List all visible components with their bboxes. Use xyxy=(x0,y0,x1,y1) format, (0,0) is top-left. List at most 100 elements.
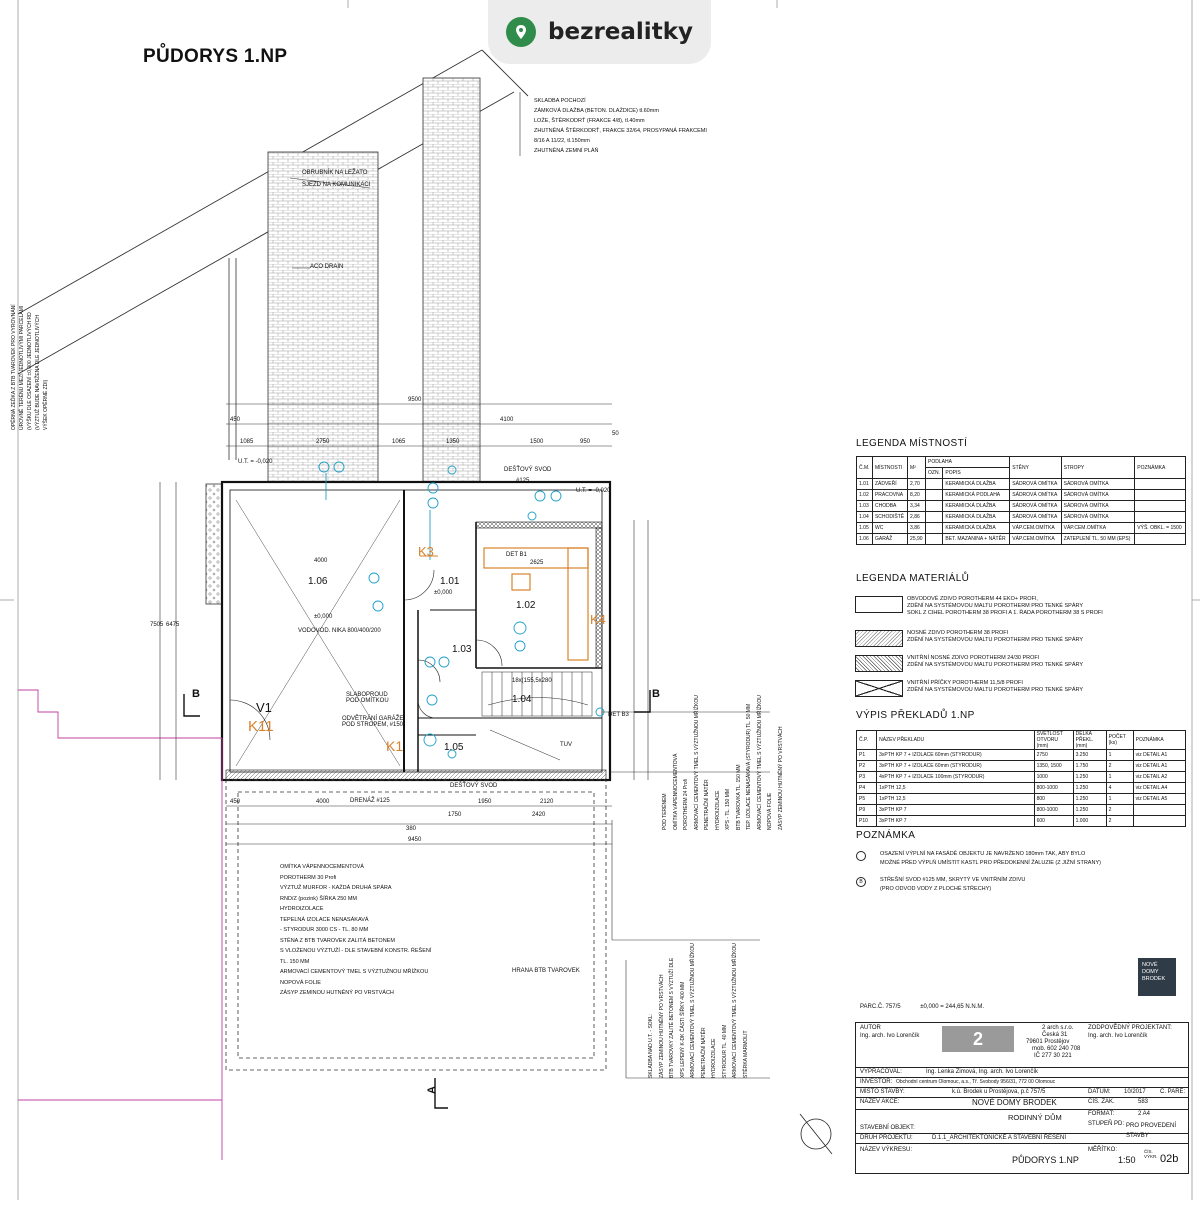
col-header: PODLAHA xyxy=(925,456,1011,468)
note-bullet-icon xyxy=(856,851,866,861)
note-line: TEP. IZOLACE NENASÁKAVÁ (STYRODUR) TL. 5… xyxy=(746,703,752,830)
firm-logo: 2 xyxy=(942,1026,1014,1052)
paving-line: SKLADBA POCHOZÍ xyxy=(534,98,586,104)
note-line: ARMOVACÍ CEMENTOVÝ TMEL S VÝZTUŽNOU MŘÍŽ… xyxy=(693,695,700,830)
note-line: (VÝŠKU DLE OSAZENÍ ±0,000 JEDNOTLIVÝCH R… xyxy=(27,312,33,430)
note-line: ARMOVACÍ CEMENTOVÝ TMEL S VÝZTUŽNOU MŘÍŽ… xyxy=(280,969,429,975)
note-line: PENETRAČNÍ NÁTĚR xyxy=(704,779,710,830)
wall-composition-note: OMÍTKA VÁPENNOCEMENTOVÁ POROTHERM 30 Pro… xyxy=(280,862,431,999)
note-line: TEPELNÁ IZOLACE NENASÁKAVÁ xyxy=(280,916,369,923)
paving-strip-left xyxy=(267,151,379,483)
note-line: POROTHERM 24 Profi xyxy=(683,778,689,830)
note-line: ZÁSYP ZEMINOU HUTNĚNÝ PO VRSTVÁCH xyxy=(658,974,665,1078)
brand-name: bezrealitky xyxy=(548,19,693,45)
note-line: XPS LEPENÝ K-DK ČÁSTI ŠÍŘKY 400 MM xyxy=(679,981,686,1078)
note-line: OMÍTKA VÁPENNOCEMENTOVÁ xyxy=(672,753,679,830)
col-header: POZNÁMKA xyxy=(1134,456,1186,479)
note-line: ZÁSYP ZEMINOU HUTNĚNÝ PO VRSTVÁCH xyxy=(280,990,394,996)
material-item: VNITŘNÍ PŘÍČKY POROTHERM 11,5/8 PROFI ZD… xyxy=(855,680,1185,698)
note-mark-icon: B xyxy=(856,877,866,887)
paving-line: 8/16 A 11/22, tl.150mm xyxy=(534,138,590,144)
note-line: HYDROIZOLACE xyxy=(280,906,324,912)
material-swatch xyxy=(855,680,903,697)
note-line: VÝZTUŽ MURFOR - KAŽDÁ DRUHÁ SPÁRA xyxy=(280,885,392,891)
note-line: ARMOVACÍ CEMENTOVÝ TMEL S VÝZTUŽNOU MŘÍŽ… xyxy=(690,943,696,1078)
note-line: ARMOVACÍ CEMENTOVÝ TMEL S VÝZTUŽNOU MŘÍŽ… xyxy=(756,695,763,830)
note-line: STĚNA Z BTB TVAROVEK ZALITÁ BETONEM xyxy=(280,937,395,944)
section-markers xyxy=(183,690,651,1109)
paving-line: LOŽE, ŠTĚRKODRŤ (FRAKCE 4/8), tl.40mm xyxy=(534,118,645,124)
note-line: RND/Z (pozink) ŠÍŘKA 250 MM xyxy=(280,895,358,902)
col-header: M² xyxy=(907,456,927,479)
note-line: S VLOŽENOU VÝZTUŽÍ - DLE STAVEBNÍ KONSTR… xyxy=(280,948,432,954)
paving-line: ZHUTNĚNÁ ZEMNÍ PLÁŇ xyxy=(534,148,599,154)
col-subheader: OZN. xyxy=(925,467,944,479)
paving-strip-right xyxy=(422,77,481,483)
note-line: ARMOVACÍ CEMENTOVÝ TMEL S VÝZTUŽNOU MŘÍŽ… xyxy=(732,943,738,1078)
material-swatch xyxy=(855,596,903,613)
paving-note: SKLADBA POCHOZÍ ZÁMKOVÁ DLAŽBA (BETON. D… xyxy=(534,96,707,156)
project-logo: NOVÉ DOMY BRODEK xyxy=(1138,958,1176,996)
col-header: STROPY xyxy=(1060,456,1136,479)
parcel-note: PARC.Č. 757/5 ±0,000 = 244,65 N.N.M. xyxy=(860,1004,985,1010)
page-title: PŮDORYS 1.NP xyxy=(143,46,288,67)
dimension-lines xyxy=(159,403,649,845)
material-item: OBVODOVÉ ZDIVO POROTHERM 44 EKO+ PROFI, … xyxy=(855,596,1185,622)
retaining-wall-note: OPĚRNÁ ZEĎKA Z BTB TVAROVEK PRO VYROVNÁN… xyxy=(10,260,50,430)
material-item: VNITŘNÍ NOSNÉ ZDIVO POROTHERM 24/30 PROF… xyxy=(855,655,1185,673)
plot-boundary xyxy=(18,689,223,1160)
stair xyxy=(481,671,593,761)
note-line: STYRODUR TL. 40 MM xyxy=(721,1024,728,1078)
note-line: BTB TVAROVKY ZALITÉ BETONEM S VÝZTUŽÍ DL… xyxy=(669,957,675,1078)
brand-badge[interactable]: bezrealitky xyxy=(488,0,711,64)
note-line: SKLADBA NAD U.T. - SOKL: xyxy=(648,1013,654,1078)
title-block: AUTOR Ing. arch. Ivo Lorenčík 2 2 arch s… xyxy=(855,1022,1189,1174)
note-line: BTB TVAROVKA TL. 150 MM xyxy=(735,764,742,830)
col-header: Č.M. xyxy=(856,456,873,479)
rooms-legend-table: Č.M. MÍSTNOSTI M² PODLAHA STĚNY STROPY P… xyxy=(856,456,1186,545)
note-line: OMÍTKA VÁPENNOCEMENTOVÁ xyxy=(280,864,364,870)
lintels-heading: VÝPIS PŘEKLADŮ 1.NP xyxy=(856,710,975,721)
note-line: HYDROIZOLACE xyxy=(711,1038,717,1078)
note-line: NOPOVÁ FOLIE xyxy=(280,979,321,986)
workroom-furniture xyxy=(483,547,589,661)
material-swatch xyxy=(855,630,903,647)
mep-symbols xyxy=(318,461,605,759)
location-pin-icon xyxy=(506,17,537,47)
note-line: (VÝZTUŽ BUDE NAVRŽENA DLE JEDNOTLIVÝCH xyxy=(35,315,41,430)
col-header: MÍSTNOSTI xyxy=(871,456,909,479)
paving-line: ZHUTNĚNÁ ŠTĚRKODRŤ, FRAKCE 32/64, PROSYP… xyxy=(534,128,707,134)
note-item: B STŘEŠNÍ SVOD #125 MM, SKRYTÝ VE VNITŘN… xyxy=(856,876,1025,894)
note-line: ÚROVNĚ TERÉNU MEZI JEDNOTLIVÝMI PARCELAM… xyxy=(19,305,25,430)
lintels-table: Č.P. NÁZEV PŘEKLADU SVĚTLOST OTVORU (mm)… xyxy=(855,730,1187,827)
leader-lines xyxy=(289,92,770,1079)
note-line: ZÁSYP ZEMINOU HUTNĚNÝ PO VRSTVÁCH xyxy=(777,726,784,830)
note-line: STĚRKA MARMOLIT xyxy=(742,1030,749,1078)
note-line: - STYRODUR 3000 CS - TL. 80 MM xyxy=(280,927,369,933)
note-item: OSAZENÍ VÝPLNÍ NA FASÁDĚ OBJEKTU JE NAVR… xyxy=(856,850,1101,868)
paving-line: ZÁMKOVÁ DLAŽBA (BETON. DLAŽDICE) tl.60mm xyxy=(534,108,659,114)
note-line: PENETRAČNÍ NÁTĚR xyxy=(700,1027,707,1078)
material-item: NOSNÉ ZDIVO POROTHERM 38 PROFI ZDĚNÍ NA … xyxy=(855,630,1185,648)
col-subheader: POPIS xyxy=(942,467,1011,479)
note-line: TL. 150 MM xyxy=(280,958,310,965)
note-line: OPĚRNÁ ZEĎKA Z BTB TVAROVEK PRO VYROVNÁN… xyxy=(11,304,17,430)
note-line: NOPOVÁ FOLIE xyxy=(767,792,773,830)
note-line: POD TERÉNEM xyxy=(662,793,668,830)
door-swings xyxy=(229,569,503,741)
basement-outline xyxy=(225,779,607,1071)
rooms-legend-heading: LEGENDA MÍSTNOSTÍ xyxy=(856,438,968,449)
col-header: STĚNY xyxy=(1009,456,1062,479)
